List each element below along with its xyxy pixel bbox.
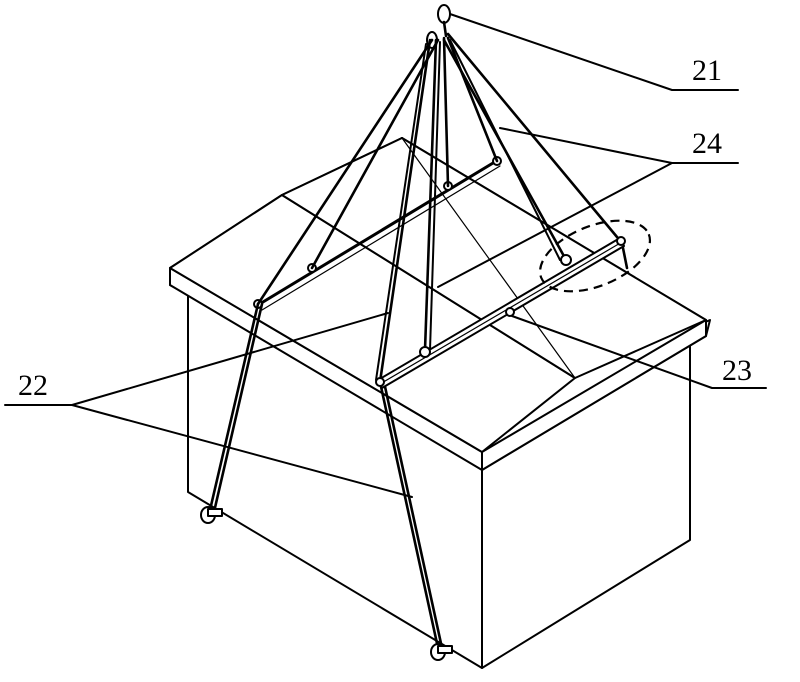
detail-dashed-ellipse — [538, 219, 652, 293]
leader-lines — [4, 13, 767, 498]
roof-eave-right — [481, 319, 707, 471]
leader-22-b — [71, 404, 413, 498]
roof-hip-line — [481, 377, 576, 453]
ref-label-22: 22 — [18, 369, 48, 402]
lifting-ropes — [208, 32, 629, 650]
ref-label-23: 23 — [722, 354, 752, 387]
bottom-hooks — [200, 506, 453, 661]
ref-label-24: 24 — [692, 127, 722, 160]
ref-label-21: 21 — [692, 54, 722, 87]
leader-24-b — [437, 162, 673, 288]
roof-cross-line — [169, 194, 283, 269]
leader-21 — [449, 13, 739, 91]
front-spreader-beam — [375, 236, 626, 389]
leader-23 — [511, 315, 767, 389]
roof-hip-line-2 — [574, 319, 707, 379]
